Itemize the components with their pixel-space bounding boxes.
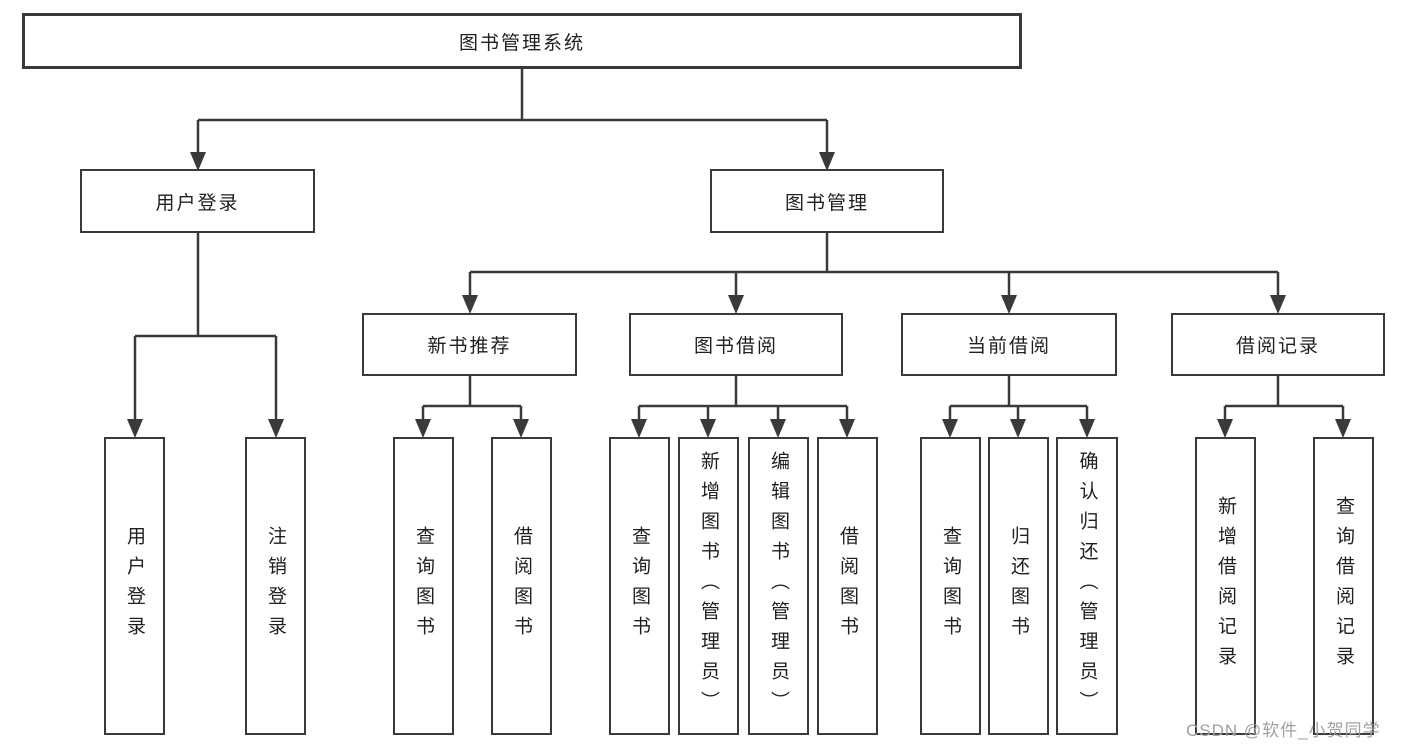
leaf-logout: 注销登录 xyxy=(245,437,306,735)
leaf-borrow-books-borrowing: 借阅图书 xyxy=(817,437,878,735)
node-label: 查询图书 xyxy=(940,526,961,646)
leaf-query-borrow-record: 查询借阅记录 xyxy=(1313,437,1374,735)
leaf-confirm-return-admin: 确认归还（管理员） xyxy=(1056,437,1118,735)
node-label: 新增借阅记录 xyxy=(1215,496,1236,676)
node-label: 查询图书 xyxy=(629,526,650,646)
node-label: 借阅图书 xyxy=(837,526,858,646)
leaf-query-books-borrowing: 查询图书 xyxy=(609,437,670,735)
node-label: 图书管理系统 xyxy=(458,32,585,54)
leaf-query-books-recommend: 查询图书 xyxy=(393,437,454,735)
csdn-watermark: CSDN @软件_小贺同学 xyxy=(1186,721,1381,740)
node-book-management: 图书管理 xyxy=(710,169,944,233)
leaf-add-borrow-record: 新增借阅记录 xyxy=(1195,437,1256,735)
node-user-login: 用户登录 xyxy=(80,169,315,233)
node-label: 查询图书 xyxy=(413,526,434,646)
node-label: 归还图书 xyxy=(1008,526,1029,646)
node-label: 图书借阅 xyxy=(693,336,778,357)
node-label: 编辑图书（管理员） xyxy=(768,451,789,721)
node-label: 图书管理 xyxy=(784,192,869,214)
leaf-user-login: 用户登录 xyxy=(104,437,165,735)
node-label: 借阅记录 xyxy=(1235,336,1320,357)
leaf-add-books-admin: 新增图书（管理员） xyxy=(678,437,739,735)
node-label: 确认归还（管理员） xyxy=(1076,451,1098,721)
node-label: 当前借阅 xyxy=(966,336,1051,357)
node-label: 新书推荐 xyxy=(427,336,512,357)
node-label: 用户登录 xyxy=(124,526,145,646)
leaf-edit-books-admin: 编辑图书（管理员） xyxy=(748,437,809,735)
node-label: 查询借阅记录 xyxy=(1333,496,1354,676)
node-current-borrowing: 当前借阅 xyxy=(901,313,1117,376)
node-label: 用户登录 xyxy=(155,192,240,214)
leaf-return-books: 归还图书 xyxy=(988,437,1049,735)
node-label: 借阅图书 xyxy=(511,526,532,646)
node-new-book-recommend: 新书推荐 xyxy=(362,313,577,376)
node-borrowing-records: 借阅记录 xyxy=(1171,313,1385,376)
node-book-borrowing: 图书借阅 xyxy=(629,313,843,376)
node-library-management-system: 图书管理系统 xyxy=(22,13,1022,69)
leaf-borrow-books-recommend: 借阅图书 xyxy=(491,437,552,735)
node-label: 注销登录 xyxy=(265,526,286,646)
leaf-query-books-current: 查询图书 xyxy=(920,437,981,735)
node-label: 新增图书（管理员） xyxy=(698,451,719,721)
arrowhead-icons xyxy=(127,152,1351,438)
